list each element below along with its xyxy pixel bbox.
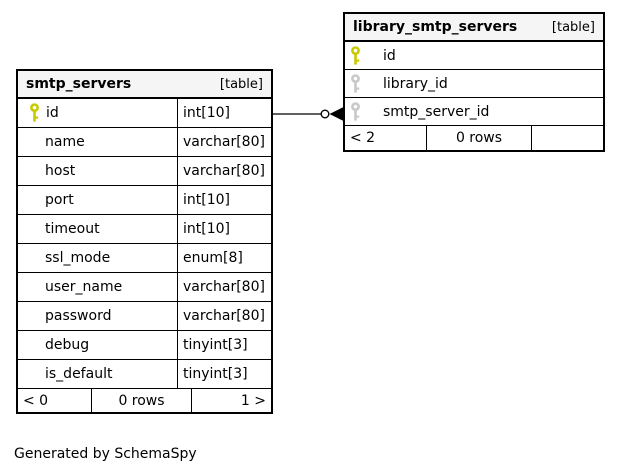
table-footer: < 0 0 rows 1 > xyxy=(18,389,271,412)
column-row: host varchar[80] xyxy=(18,157,271,186)
column-type: int[10] xyxy=(177,99,271,127)
column-type: int[10] xyxy=(177,186,271,214)
column-name-cell: is_default xyxy=(18,360,177,388)
crowfoot-arrowhead xyxy=(329,107,343,121)
column-name: debug xyxy=(45,337,90,353)
column-type: varchar[80] xyxy=(177,128,271,156)
column-row: user_name varchar[80] xyxy=(18,273,271,302)
column-row: name varchar[80] xyxy=(18,128,271,157)
table-header: smtp_servers [table] xyxy=(18,71,271,99)
column-name-cell: password xyxy=(18,302,177,330)
column-name-cell: port xyxy=(18,186,177,214)
column-name: id xyxy=(46,105,59,121)
relationship-connector xyxy=(272,107,343,121)
zero-cardinality-circle xyxy=(320,109,330,119)
table-node-library-smtp-servers[interactable]: library_smtp_servers [table] id xyxy=(343,12,605,152)
column-name: ssl_mode xyxy=(45,250,111,266)
table-title: smtp_servers xyxy=(26,76,132,92)
column-row: id int[10] xyxy=(18,99,271,128)
footer-parents-count: 1 > xyxy=(191,389,271,412)
table-type-badge: [table] xyxy=(551,19,595,35)
column-name: name xyxy=(45,134,85,150)
column-row: smtp_server_id xyxy=(345,98,603,126)
column-name-cell: smtp_server_id xyxy=(345,98,603,125)
footer-row-count: 0 rows xyxy=(426,126,531,150)
column-name: is_default xyxy=(45,366,113,382)
generated-by-credit: Generated by SchemaSpy xyxy=(14,446,197,462)
column-type: enum[8] xyxy=(177,244,271,272)
column-type: int[10] xyxy=(177,215,271,243)
column-type: varchar[80] xyxy=(177,157,271,185)
column-row: is_default tinyint[3] xyxy=(18,360,271,389)
column-name: password xyxy=(45,308,112,324)
column-name: host xyxy=(45,163,76,179)
column-row: ssl_mode enum[8] xyxy=(18,244,271,273)
column-type: tinyint[3] xyxy=(177,360,271,388)
column-type: varchar[80] xyxy=(177,273,271,301)
primary-key-icon xyxy=(351,45,360,65)
column-row: id xyxy=(345,42,603,70)
primary-key-icon xyxy=(30,103,39,122)
column-row: port int[10] xyxy=(18,186,271,215)
column-name-cell: id xyxy=(345,42,603,69)
footer-children-count: < 0 xyxy=(23,392,49,409)
table-title: library_smtp_servers xyxy=(353,19,518,35)
column-name: port xyxy=(45,192,74,208)
footer-parents-count xyxy=(531,126,603,150)
column-name-cell: host xyxy=(18,157,177,185)
column-name-cell: user_name xyxy=(18,273,177,301)
column-name: library_id xyxy=(383,75,448,92)
column-name-cell: timeout xyxy=(18,215,177,243)
column-name: smtp_server_id xyxy=(383,103,490,120)
column-row: debug tinyint[3] xyxy=(18,331,271,360)
column-name: id xyxy=(383,47,396,64)
table-header: library_smtp_servers [table] xyxy=(345,14,603,42)
column-row: password varchar[80] xyxy=(18,302,271,331)
column-row: timeout int[10] xyxy=(18,215,271,244)
column-name-cell: id xyxy=(18,99,177,127)
column-type: tinyint[3] xyxy=(177,331,271,359)
table-footer: < 2 0 rows xyxy=(345,126,603,150)
column-type: varchar[80] xyxy=(177,302,271,330)
column-name-cell: debug xyxy=(18,331,177,359)
column-row: library_id xyxy=(345,70,603,98)
foreign-key-icon xyxy=(351,73,360,93)
column-name: user_name xyxy=(45,279,123,295)
footer-row-count: 0 rows xyxy=(91,389,191,412)
table-node-smtp-servers[interactable]: smtp_servers [table] id int[10] name xyxy=(16,69,273,414)
column-name-cell: ssl_mode xyxy=(18,244,177,272)
column-name-cell: name xyxy=(18,128,177,156)
foreign-key-icon xyxy=(351,101,360,121)
column-name: timeout xyxy=(45,221,100,237)
footer-children-count: < 2 xyxy=(350,130,376,146)
table-type-badge: [table] xyxy=(219,76,263,92)
column-name-cell: library_id xyxy=(345,70,603,97)
